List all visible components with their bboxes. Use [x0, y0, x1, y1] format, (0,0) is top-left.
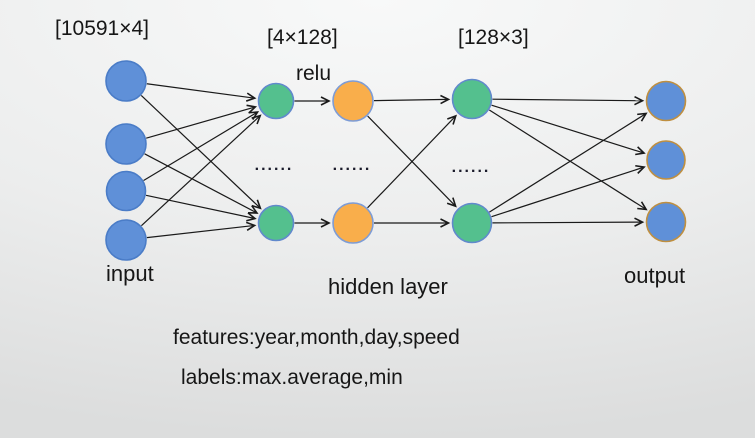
connection-i4-h1a — [140, 114, 262, 227]
input-neuron-3 — [105, 170, 147, 212]
hidden2-ellipsis: ...... — [452, 159, 491, 176]
output-neuron-1 — [645, 80, 687, 122]
connection-h2a-o1 — [492, 95, 645, 106]
connection-h2a-o3 — [488, 109, 648, 211]
input-neuron-1 — [105, 60, 147, 102]
hidden1-neuron-top — [257, 82, 295, 120]
hidden1-ellipsis: ...... — [255, 157, 294, 174]
connection-h2b-o2 — [491, 164, 646, 218]
relu-ellipsis: ...... — [333, 157, 372, 174]
relu-activation-label: relu — [296, 62, 332, 85]
connection-i1-h1b — [140, 95, 262, 210]
connection-h2b-o3 — [492, 217, 645, 227]
matrix-shape-hidden1-label: [4×128] — [267, 26, 338, 49]
connection-i3-h1a — [143, 111, 260, 181]
relu-neuron-bottom — [332, 202, 374, 244]
connection-a2-h2a — [367, 114, 457, 209]
matrix-shape-input-label: [10591×4] — [55, 17, 150, 40]
connection-i3-h1b — [145, 194, 257, 222]
connection-a1-h2a — [373, 94, 451, 105]
input-neuron-4 — [105, 219, 147, 261]
connection-i1-h1a — [146, 83, 257, 102]
input-layer-label: input — [106, 261, 154, 286]
connection-h2b-o1 — [489, 112, 648, 213]
labels-description: labels:max.average,min — [181, 366, 403, 389]
output-neuron-2 — [646, 140, 686, 180]
output-neuron-3 — [645, 201, 687, 243]
hidden1-neuron-bottom — [257, 204, 295, 242]
hidden2-neuron-bottom — [451, 202, 493, 244]
connection-i2-h1a — [146, 104, 258, 139]
connection-i4-h1b — [146, 221, 257, 239]
input-neuron-2 — [105, 123, 147, 165]
hidden2-neuron-top — [451, 78, 493, 120]
connection-h2a-o2 — [491, 104, 646, 156]
output-layer-label: output — [624, 263, 686, 288]
relu-neuron-top — [332, 80, 374, 122]
features-description: features:year,month,day,speed — [173, 326, 460, 349]
connection-i2-h1b — [144, 153, 259, 214]
matrix-shape-hidden2-label: [128×3] — [458, 26, 529, 49]
hidden-layer-label: hidden layer — [328, 274, 448, 299]
